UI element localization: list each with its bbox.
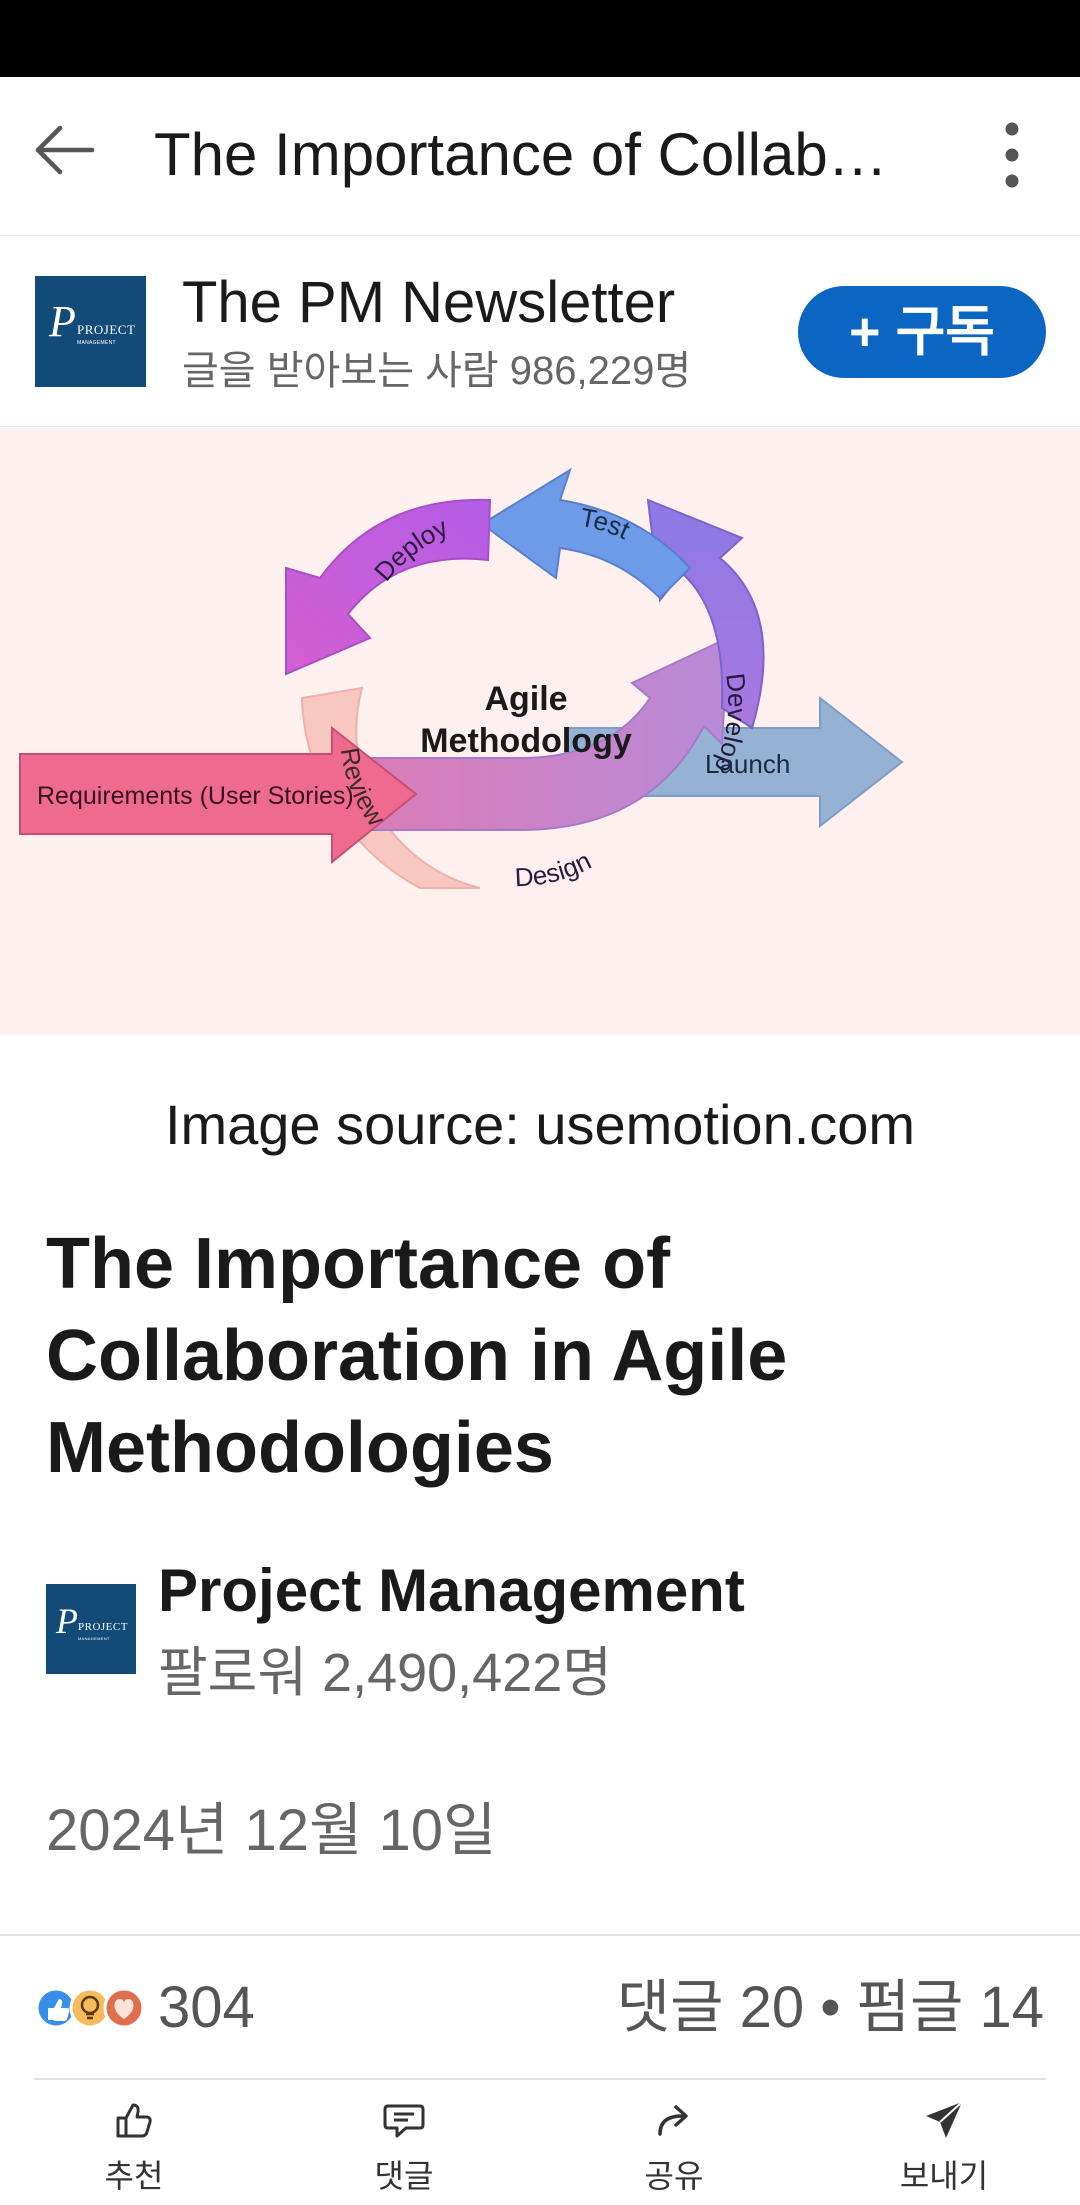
diagram-center-line2: Methodology	[420, 722, 632, 760]
send-icon	[926, 2101, 963, 2138]
newsletter-name[interactable]: The PM Newsletter	[182, 270, 676, 335]
divider	[34, 2078, 1046, 2080]
reactions-row: 304 댓글 20 • 펌글 14	[34, 1976, 1044, 2040]
requirements-arrow	[19, 725, 418, 865]
newsletter-subscriber-count: 글을 받아보는 사람 986,229명	[182, 349, 692, 393]
reaction-icons[interactable]	[34, 1978, 146, 2038]
share-button[interactable]: 공유	[574, 2082, 774, 2205]
test-arrow	[480, 467, 692, 600]
back-button[interactable]	[26, 110, 106, 190]
subscribe-button[interactable]: + 구독	[798, 286, 1046, 378]
divider	[0, 1934, 1080, 1936]
comment-button[interactable]: 댓글	[304, 2082, 504, 2205]
arrow-left-icon	[35, 125, 95, 175]
send-button[interactable]: 보내기	[844, 2082, 1044, 2205]
comments-reposts-count[interactable]: 댓글 20 • 펌글 14	[616, 1975, 1044, 2040]
logo-subtext: MANAGEMENT	[77, 340, 116, 346]
author-avatar[interactable]: P PROJECT MANAGEMENT	[46, 1584, 136, 1674]
app-bar: The Importance of Collab…	[0, 77, 1080, 236]
author-follower-count: 팔로워 2,490,422명	[158, 1643, 612, 1703]
app-bar-title: The Importance of Collab…	[154, 121, 888, 188]
author-name[interactable]: Project Management	[158, 1557, 745, 1624]
like-label: 추천	[104, 2158, 164, 2194]
stage-label-design: Design	[514, 845, 596, 892]
reaction-count[interactable]: 304	[158, 1975, 255, 2040]
logo-text: PROJECT	[78, 1621, 128, 1633]
stage-label-launch: Launch	[705, 749, 790, 779]
logo-letter: P	[49, 297, 76, 346]
logo-text: PROJECT	[77, 322, 136, 337]
hero-image[interactable]: Test Deploy Develop Review Design Requir…	[0, 428, 1080, 1034]
like-button[interactable]: 추천	[34, 2082, 234, 2205]
comment-icon	[383, 2104, 425, 2138]
publish-date: 2024년 12월 10일	[46, 1798, 497, 1863]
status-bar	[0, 0, 1080, 77]
vertical-dots-icon	[1005, 122, 1019, 188]
design-arrow	[299, 636, 730, 831]
comment-label: 댓글	[374, 2158, 434, 2194]
action-bar: 추천 댓글 공유 보내기	[0, 2082, 1080, 2205]
share-icon	[658, 2105, 688, 2136]
stage-label-requirements: Requirements (User Stories)	[37, 782, 354, 810]
send-label: 보내기	[899, 2158, 989, 2194]
logo-letter: P	[56, 1601, 78, 1641]
image-caption: Image source: usemotion.com	[164, 1093, 916, 1156]
newsletter-logo[interactable]: P PROJECT MANAGEMENT	[35, 276, 146, 387]
insightful-reaction-icon	[69, 1987, 111, 2029]
share-label: 공유	[644, 2158, 704, 2194]
love-reaction-icon	[103, 1987, 145, 2029]
diagram-center-line1: Agile	[484, 680, 567, 718]
deploy-arrow	[285, 498, 492, 676]
newsletter-header: P PROJECT MANAGEMENT The PM Newsletter 글…	[0, 236, 1080, 427]
more-options-button[interactable]	[982, 115, 1042, 195]
like-reaction-icon	[35, 1987, 77, 2029]
agile-cycle-diagram: Test Deploy Develop Review Design Requir…	[19, 467, 904, 892]
thumbs-up-icon	[116, 2103, 152, 2138]
article-title: The Importance of Collaboration in Agile…	[46, 1224, 788, 1488]
logo-subtext: MANAGEMENT	[78, 1636, 110, 1641]
